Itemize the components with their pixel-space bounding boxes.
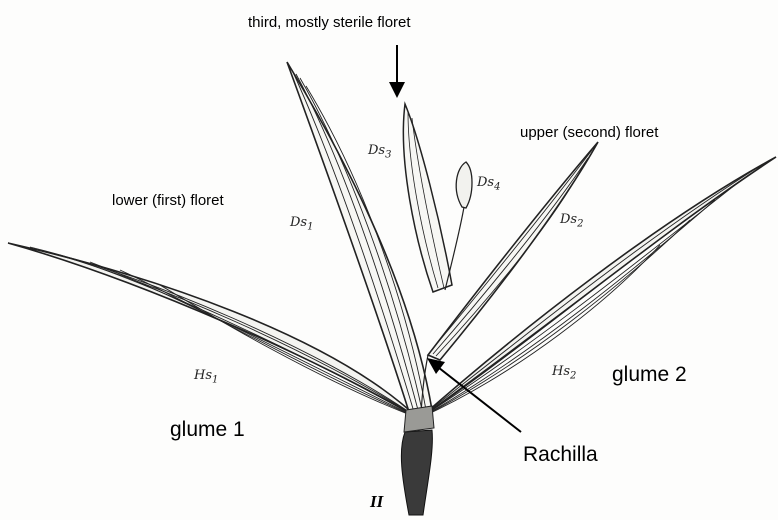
label-lower-floret: lower (first) floret [112, 192, 224, 209]
label-rachilla: Rachilla [523, 443, 598, 467]
stalk [401, 430, 432, 515]
label-ds3: Ds3 [368, 143, 391, 161]
label-ds2: Ds2 [560, 212, 583, 230]
arrow-to-third-floret [389, 45, 405, 98]
label-hs2: Hs2 [552, 364, 576, 382]
label-glume-1: glume 1 [170, 418, 245, 442]
floret-1-drawing [287, 62, 432, 415]
label-glume-2: glume 2 [612, 363, 687, 387]
label-ds1: Ds1 [290, 215, 313, 233]
label-hs1: Hs1 [194, 368, 218, 386]
label-upper-floret: upper (second) floret [520, 124, 658, 141]
label-third-floret: third, mostly sterile floret [248, 14, 411, 31]
arrow-to-rachilla [427, 358, 521, 432]
glume-1-drawing [8, 243, 418, 418]
glume-2-drawing [420, 157, 776, 418]
floret-3-drawing [403, 104, 452, 292]
joint [404, 406, 434, 432]
figure-numeral: II [370, 492, 383, 512]
label-ds4: Ds4 [477, 175, 500, 193]
